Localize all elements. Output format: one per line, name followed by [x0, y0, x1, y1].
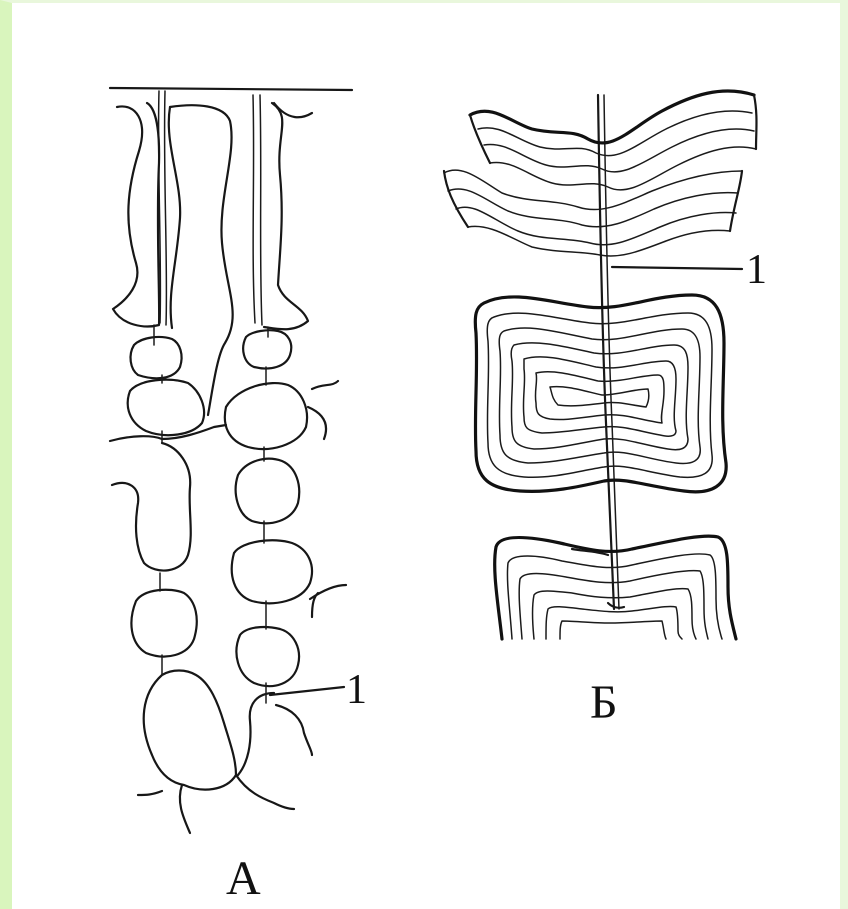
panel-b-mid-ring-3	[499, 328, 700, 463]
panel-a-middle-upper-column-left	[169, 107, 180, 328]
histology-diagram	[12, 3, 848, 909]
panel-a-connector-right-mid	[264, 447, 266, 703]
panel-a-right-node-1	[243, 330, 291, 368]
panel-a-bottom-right-lines	[236, 693, 294, 809]
panel-b-top-right-edge	[730, 95, 757, 231]
panel-b-mid-ring-5	[523, 357, 676, 436]
panel-a-right-upper-outer	[274, 103, 312, 117]
panel-b-bottom-spurs	[572, 549, 624, 608]
panel-a-drawing	[110, 88, 352, 833]
panel-a-left-cell-2	[128, 380, 204, 435]
panel-b-mid-ring-7	[550, 387, 649, 407]
panel-a-right-cell-2	[225, 383, 307, 449]
panel-a-right-cell-4-spur	[310, 585, 346, 617]
panel-a-left-upper-column	[113, 103, 159, 326]
panel-b-mid-ring-4	[511, 343, 688, 450]
panel-a-bottom-cell	[144, 671, 236, 790]
panel-b-mid-ring-6	[535, 372, 664, 423]
panel-a-right-upper-column	[264, 103, 308, 329]
panel-a-right-cell-5	[236, 627, 299, 686]
panel-a-right-axis-line-2	[260, 95, 262, 325]
panel-a-junction-line	[110, 425, 226, 441]
panel-a-callout-number: 1	[346, 669, 367, 711]
panel-a-connector-right-upper	[266, 327, 268, 385]
panel-a-right-axis-line	[253, 95, 255, 323]
panel-b-bottom-ring-6	[560, 621, 666, 639]
panel-b-callout-number: 1	[746, 249, 767, 291]
panel-a-right-cell-5-spur	[276, 705, 312, 755]
panel-b-top-layer-2	[478, 111, 752, 156]
panel-a-right-cell-4	[232, 540, 312, 603]
panel-a-right-cell-3	[236, 459, 300, 524]
panel-a-top-bar	[110, 88, 352, 90]
panel-a-bottom-left-lines	[138, 785, 190, 833]
panel-a-left-cell-4	[131, 590, 196, 657]
panel-b-callout-leader	[612, 267, 742, 269]
panel-b-top-layer-8	[468, 226, 730, 256]
panel-b-letter: Б	[590, 679, 618, 727]
panel-a-letter: А	[226, 855, 261, 903]
panel-a-connector-left-mid	[160, 431, 162, 675]
panel-b-top-layer-7	[456, 207, 736, 245]
panel-a-left-node-1	[131, 337, 182, 378]
panel-a-right-cell-2-spur	[308, 381, 338, 439]
panel-a-left-cell-3	[112, 443, 191, 571]
panel-a-connector-left-upper	[154, 325, 162, 383]
panel-b-top-layer-6	[448, 189, 738, 227]
panel-b-drawing	[444, 91, 757, 639]
panel-a-callout-leader	[270, 687, 344, 695]
panel-b-bottom-ring-2	[507, 554, 722, 639]
panel-b-top-layer-5	[444, 170, 742, 210]
panel-a-left-axis-line-2	[165, 91, 167, 325]
panel-b-top-layer-4	[490, 147, 756, 190]
